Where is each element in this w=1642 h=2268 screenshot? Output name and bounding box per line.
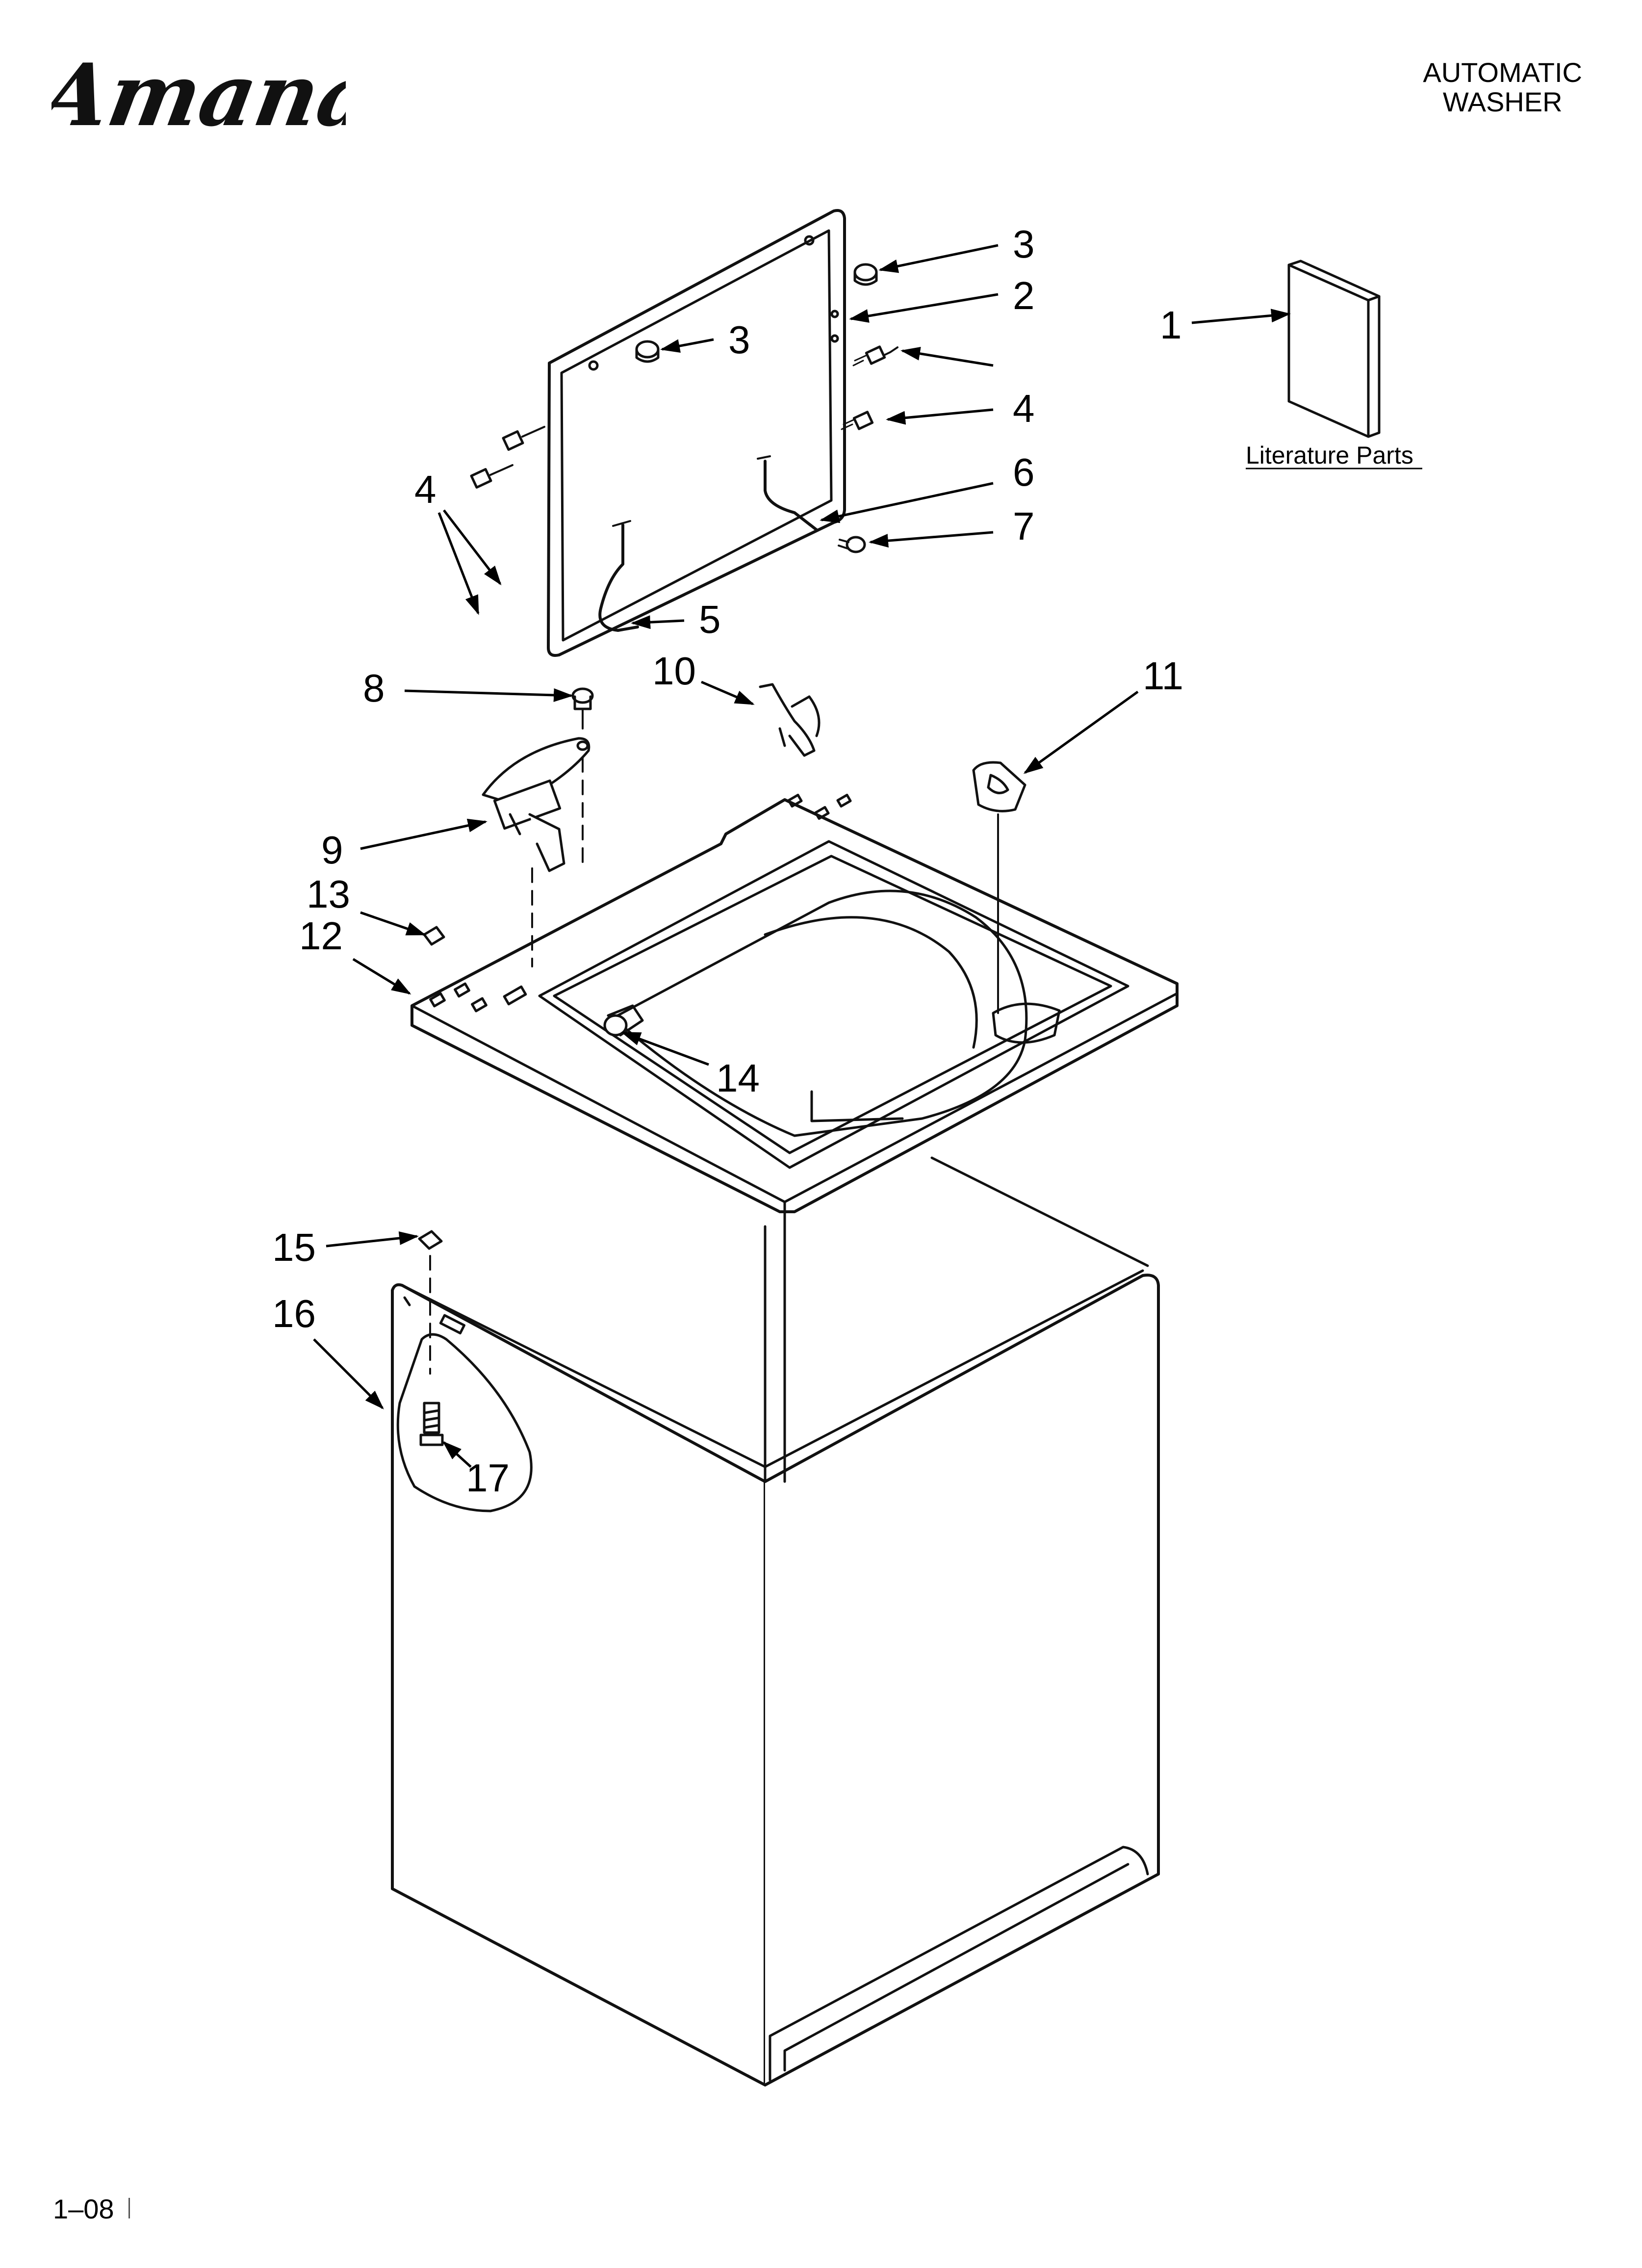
lid-screw-lower: [841, 411, 874, 430]
svg-text:Amana: Amana: [51, 47, 346, 145]
hinge-clip: [838, 536, 866, 553]
title-line-1: AUTOMATIC: [1423, 57, 1582, 88]
callout-17: 17: [466, 1456, 510, 1500]
cabinet-screw: [419, 1402, 444, 1446]
softener-dispenser-part: [972, 761, 1026, 1014]
washer-cabinet: [391, 1156, 1160, 2086]
frame-screw-upper-left: [502, 426, 545, 451]
literature-booklet: [1287, 260, 1381, 438]
lid-bumper-upper: [853, 263, 878, 286]
callout-4b: 4: [414, 468, 436, 511]
callout-13: 13: [307, 872, 350, 916]
callout-10: 10: [652, 649, 696, 693]
document-title: AUTOMATIC WASHER: [1423, 58, 1582, 117]
washer-top-panel: [410, 793, 1179, 1223]
callout-8: 8: [363, 666, 385, 710]
literature-parts-label: Literature Parts: [1246, 442, 1413, 469]
callout-15: 15: [272, 1225, 316, 1269]
hinge-rod-left: [598, 523, 639, 632]
callout-2: 2: [1013, 274, 1035, 317]
page-code-divider: [128, 2198, 130, 2218]
lid-assembly: [547, 209, 846, 657]
callout-1: 1: [1160, 303, 1182, 347]
page-code: 1–08: [53, 2193, 114, 2224]
callout-9: 9: [321, 828, 343, 872]
hose-clip: [759, 683, 821, 757]
callout-leaders: [313, 244, 1291, 1468]
callout-12: 12: [299, 914, 343, 958]
callout-5: 5: [699, 598, 721, 641]
callout-4a: 4: [1013, 387, 1035, 430]
callout-11: 11: [1143, 654, 1183, 698]
cabinet-clip: [418, 1230, 443, 1250]
callout-numbers: 1 2 3 3 4 4 5 6 7 8 9 10 11 12 13 14 15 …: [272, 222, 1183, 1500]
hinge-rod: [764, 460, 818, 531]
lid-bumper-lower: [635, 340, 660, 363]
switch-screw: [571, 687, 594, 751]
panel-clip: [423, 926, 445, 946]
callout-3a: 3: [1013, 222, 1035, 266]
frame-screw-lower-left: [470, 464, 513, 489]
callout-16: 16: [272, 1292, 316, 1335]
lid-screw-upper: [852, 345, 898, 366]
lid-switch: [482, 737, 590, 872]
callout-7: 7: [1013, 504, 1035, 548]
callout-6: 6: [1013, 450, 1035, 494]
amana-logo: Amana: [51, 47, 346, 145]
callout-3b: 3: [728, 318, 750, 362]
title-line-2: WASHER: [1442, 86, 1563, 117]
callout-14: 14: [716, 1056, 760, 1100]
